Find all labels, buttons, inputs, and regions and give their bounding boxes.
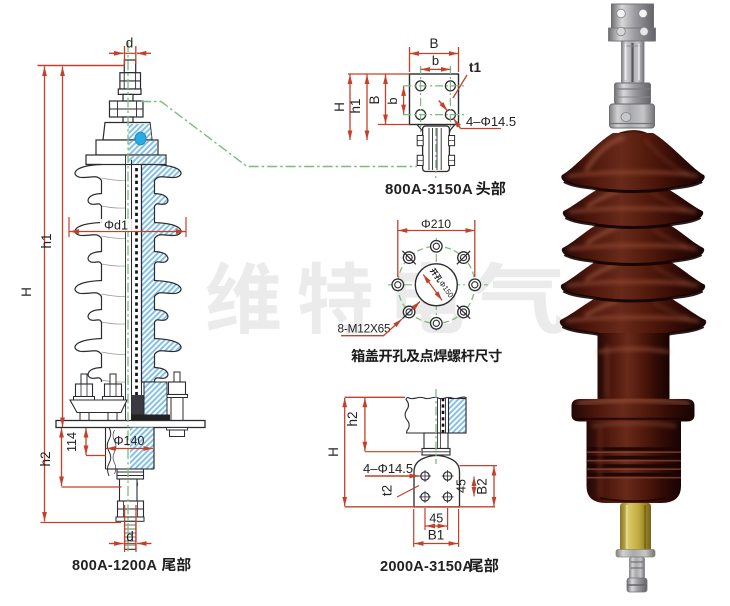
svg-text:t1: t1 — [469, 60, 481, 75]
svg-text:4–Φ14.5: 4–Φ14.5 — [363, 461, 413, 476]
svg-text:H: H — [332, 102, 347, 112]
svg-text:d: d — [126, 529, 134, 544]
svg-text:B: B — [429, 36, 438, 51]
svg-text:Φd1: Φd1 — [104, 219, 128, 233]
svg-text:h2: h2 — [345, 411, 360, 426]
svg-text:d: d — [126, 36, 134, 51]
svg-text:800A-3150A: 800A-3150A — [385, 181, 473, 198]
svg-text:45: 45 — [429, 512, 443, 526]
svg-text:2000A-3150A: 2000A-3150A — [380, 559, 473, 575]
svg-text:h2: h2 — [38, 451, 53, 466]
svg-text:8-M12X65: 8-M12X65 — [338, 322, 391, 336]
svg-text:4–Φ14.5: 4–Φ14.5 — [466, 114, 516, 129]
svg-text:h1: h1 — [39, 233, 54, 248]
svg-text:45: 45 — [455, 479, 469, 493]
svg-text:H: H — [19, 287, 34, 297]
svg-text:h1: h1 — [348, 98, 363, 113]
svg-text:800A-1200A: 800A-1200A — [72, 558, 157, 574]
svg-text:B1: B1 — [428, 528, 445, 543]
svg-text:b: b — [432, 53, 439, 68]
svg-text:t2: t2 — [380, 485, 395, 496]
svg-text:114: 114 — [65, 432, 79, 452]
svg-text:B: B — [367, 95, 382, 104]
svg-text:Φ210: Φ210 — [421, 217, 451, 231]
svg-text:Φ140: Φ140 — [114, 434, 145, 448]
svg-text:B2: B2 — [475, 478, 490, 495]
svg-text:b: b — [385, 97, 400, 104]
svg-text:H: H — [326, 447, 341, 457]
